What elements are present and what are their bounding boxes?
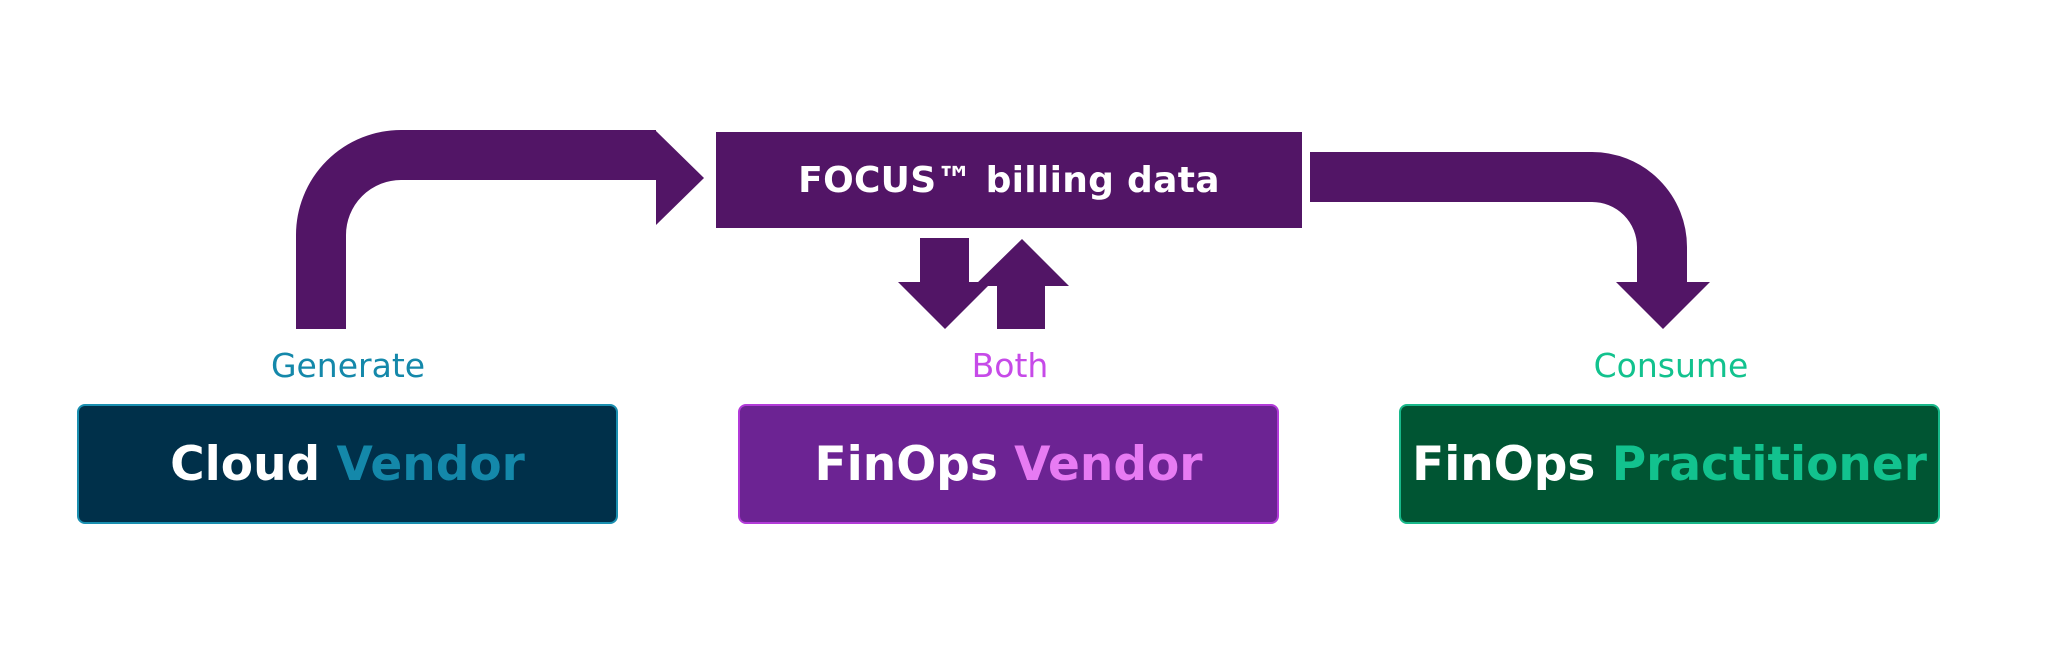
finops-practitioner-box: FinOps Practitioner — [1399, 404, 1940, 524]
finops-vendor-box: FinOps Vendor — [738, 404, 1279, 524]
finops-vendor-title-accent: Vendor — [1014, 436, 1203, 492]
consume-label: Consume — [1593, 346, 1749, 385]
cloud-vendor-box: Cloud Vendor — [77, 404, 618, 524]
cloud-vendor-title-main: Cloud — [170, 436, 321, 492]
generate-label: Generate — [270, 346, 426, 385]
cloud-vendor-title-accent: Vendor — [336, 436, 525, 492]
finops-practitioner-title-accent: Practitioner — [1611, 436, 1927, 492]
focus-billing-data-box: FOCUS™ billing data — [716, 132, 1302, 228]
generate-arrowhead-icon — [656, 131, 704, 225]
consume-arrow-icon — [1310, 152, 1687, 284]
finops-vendor-title-main: FinOps — [814, 436, 998, 492]
generate-arrow-icon — [296, 130, 656, 329]
consume-arrowhead-icon — [1616, 282, 1710, 329]
both-down-arrow-icon — [898, 238, 992, 329]
finops-practitioner-title-main: FinOps — [1412, 436, 1596, 492]
focus-billing-data-label: FOCUS™ billing data — [798, 159, 1220, 201]
both-up-arrow-icon — [974, 239, 1069, 329]
both-label: Both — [971, 346, 1049, 385]
